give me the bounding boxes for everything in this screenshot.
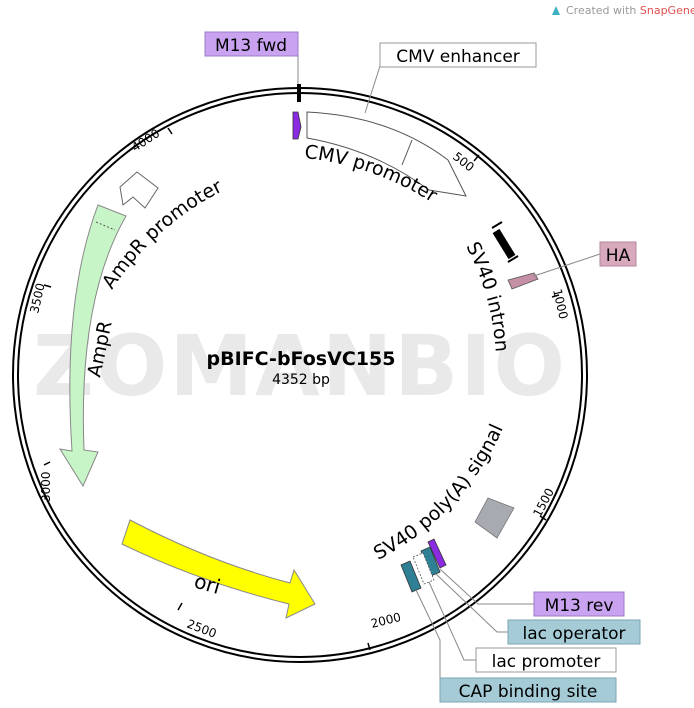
callout-m13-fwd: M13 fwd: [204, 31, 299, 57]
cmv-enhancer-boundary: [401, 139, 413, 166]
watermark: ZOMANBIO: [33, 317, 567, 415]
plasmid-name: pBIFC-bFosVC155: [207, 348, 396, 370]
tick-label-4000: 4000: [129, 126, 162, 154]
tick-mark-3000: [43, 461, 51, 466]
tick-mark-1500: [539, 515, 547, 521]
m13-fwd-site-mark: [297, 84, 301, 102]
lac-promoter-label: lac promoter: [492, 652, 601, 672]
cmv-enhancer-label: CMV enhancer: [396, 47, 520, 67]
lac-operator-leader: [435, 573, 508, 633]
tick-label-1500: 1500: [530, 486, 557, 520]
ampr-feature: [58, 204, 127, 488]
credit-brand: SnapGene: [640, 4, 694, 17]
ha-leader: [533, 253, 601, 277]
sv40-polya-label: SV40 poly(A) signal: [370, 421, 508, 565]
tick-marks: [43, 127, 560, 651]
tick-label-2500: 2500: [185, 617, 219, 641]
callout-m13-rev: M13 rev: [533, 591, 625, 617]
tick-mark-2500: [177, 602, 183, 611]
lac-promoter-leader: [428, 581, 476, 661]
tick-mark-3500: [43, 284, 52, 288]
snapgene-credit: Created with SnapGene®: [552, 4, 694, 17]
callout-lac-promoter: lac promoter: [475, 647, 617, 673]
cap-binding-site-label: CAP binding site: [459, 682, 598, 702]
tick-label-2000: 2000: [369, 610, 402, 631]
m13-rev-label: M13 rev: [545, 596, 614, 616]
callout-ha: HA: [599, 241, 637, 267]
m13-fwd-label: M13 fwd: [215, 36, 287, 56]
m13-rev-leader: [439, 568, 534, 605]
ha-label: HA: [606, 246, 631, 266]
callout-lac-operator: lac operator: [507, 619, 641, 645]
ori-feature: [121, 519, 316, 619]
callout-cap-binding-site: CAP binding site: [439, 677, 617, 703]
sv40-polya-feature: [474, 497, 515, 539]
tick-mark-500: [473, 154, 480, 162]
tick-mark-4000: [167, 127, 173, 135]
tick-mark-2000: [367, 642, 371, 651]
tick-label-3000: 3000: [39, 471, 53, 502]
tick-label-3500: 3500: [27, 282, 48, 315]
sv40-intron-end-cap: [491, 221, 519, 263]
cmv-promoter-feature: [306, 111, 467, 197]
callout-leaders: [297, 56, 601, 690]
snapgene-logo-icon: [552, 6, 560, 15]
cmv-enhancer-leader: [364, 65, 381, 114]
ampr-promoter-feature: [119, 171, 159, 209]
cap-binding-site-feature: [400, 560, 422, 593]
sv40-intron-bar: [492, 228, 516, 260]
ampr-start-boundary: [95, 221, 116, 231]
plasmid-length: 4352 bp: [272, 372, 330, 388]
m13-rev-feature: [427, 538, 447, 569]
cap-binding-site-leader: [415, 589, 441, 690]
tick-label-1000: 1000: [550, 288, 571, 321]
svg-text:Created with SnapGene®: Created with SnapGene®: [566, 4, 694, 17]
tick-mark-1000: [551, 294, 560, 298]
lac-promoter-feature: [412, 552, 435, 585]
m13-fwd-feature: [292, 111, 302, 140]
callout-cmv-enhancer: CMV enhancer: [379, 42, 537, 68]
features: [58, 84, 539, 619]
ha-feature: [507, 272, 539, 290]
credit-text: Created with: [566, 4, 640, 17]
lac-operator-label: lac operator: [522, 624, 625, 644]
